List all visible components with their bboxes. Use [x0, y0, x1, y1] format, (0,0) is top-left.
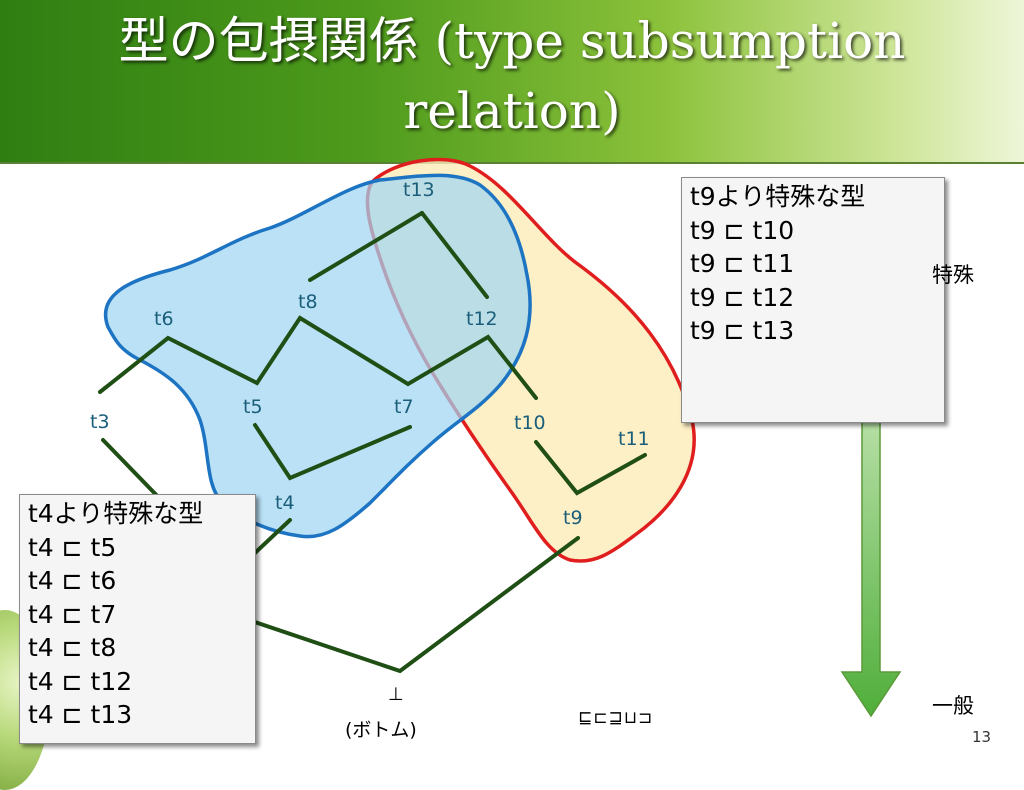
node-t8: t8: [298, 291, 318, 313]
node-t5: t5: [243, 396, 263, 418]
node-t7: t7: [394, 396, 414, 418]
special-label: 特殊: [932, 263, 974, 287]
t9-subsumption-box: t9より特殊な型 t9 ⊏ t10 t9 ⊏ t11 t9 ⊏ t12 t9 ⊏…: [681, 177, 945, 423]
node-t11: t11: [618, 428, 650, 450]
edge-t3-t6-t5-t8-t7-t12-t10: [98, 315, 538, 400]
t9-relation-line: t9 ⊏ t10: [690, 215, 795, 245]
t4-relation-line: t4 ⊏ t5: [28, 532, 117, 562]
bottom-caption: (ボトム): [345, 719, 417, 741]
type-lattice-diagram: t13 t8 t12 t6 t5 t7 t3 t10 t11 t4 t9 t1: [90, 157, 902, 718]
t4-relation-line: t4 ⊏ t6: [28, 566, 117, 595]
t4-relation-line: t4 ⊏ t7: [28, 599, 117, 629]
t4-relation-line: t4 ⊏ t8: [28, 633, 117, 662]
node-t6: t6: [154, 308, 174, 330]
edge-t1-bottom-t9: [232, 536, 580, 674]
edge-t13-t8: [308, 211, 424, 282]
node-t3: t3: [90, 411, 110, 433]
general-label: 一般: [932, 694, 974, 718]
edge-t13-t12: [420, 211, 489, 299]
t9-relation-line: t9 ⊏ t12: [690, 282, 795, 312]
edge-t10-t9-t11: [534, 440, 647, 496]
bottom-symbol: ⊥: [388, 684, 404, 705]
node-t10: t10: [514, 412, 546, 434]
title-divider: [0, 162, 1024, 164]
relation-symbols: ⊑⊏⊒⊔⊐: [578, 708, 654, 728]
t9-relation-line: t9 ⊏ t13: [690, 316, 795, 345]
title-banner: [0, 0, 1024, 163]
t4-relation-line: t4 ⊏ t13: [28, 700, 133, 729]
t4-box-heading: t4より特殊な型: [28, 499, 204, 528]
edge-t5-t4-t7: [253, 423, 412, 481]
t4-special-region: [104, 173, 532, 539]
t4-subsumption-box: t4より特殊な型 t4 ⊏ t5 t4 ⊏ t6 t4 ⊏ t7 t4 ⊏ t8…: [19, 494, 256, 744]
node-t9: t9: [563, 507, 583, 529]
node-t4: t4: [275, 492, 295, 514]
t9-relation-line: t9 ⊏ t11: [690, 249, 795, 278]
t9-box-heading: t9より特殊な型: [690, 182, 866, 211]
t4-relation-line: t4 ⊏ t12: [28, 666, 133, 696]
node-t12: t12: [466, 308, 498, 330]
slide-title: 型の包摂関係 (type subsumption relation): [118, 12, 906, 140]
node-t13: t13: [403, 179, 435, 201]
page-number: 13: [972, 728, 992, 746]
